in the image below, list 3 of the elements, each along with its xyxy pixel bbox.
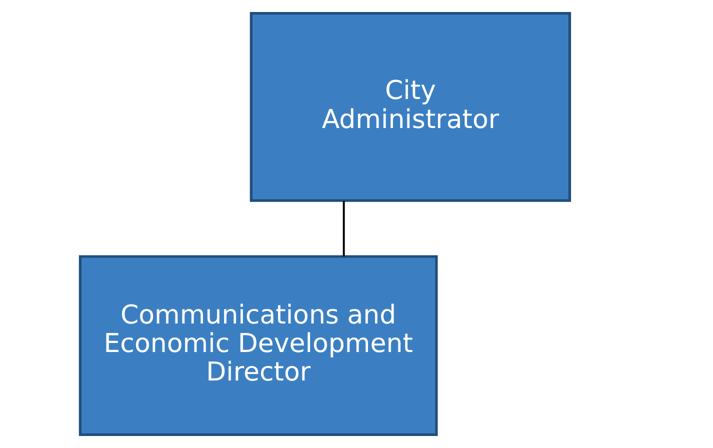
node-box: Communications and Economic Development Director [78,255,438,436]
node-box: City Administrator [250,12,572,202]
connector [342,200,345,256]
